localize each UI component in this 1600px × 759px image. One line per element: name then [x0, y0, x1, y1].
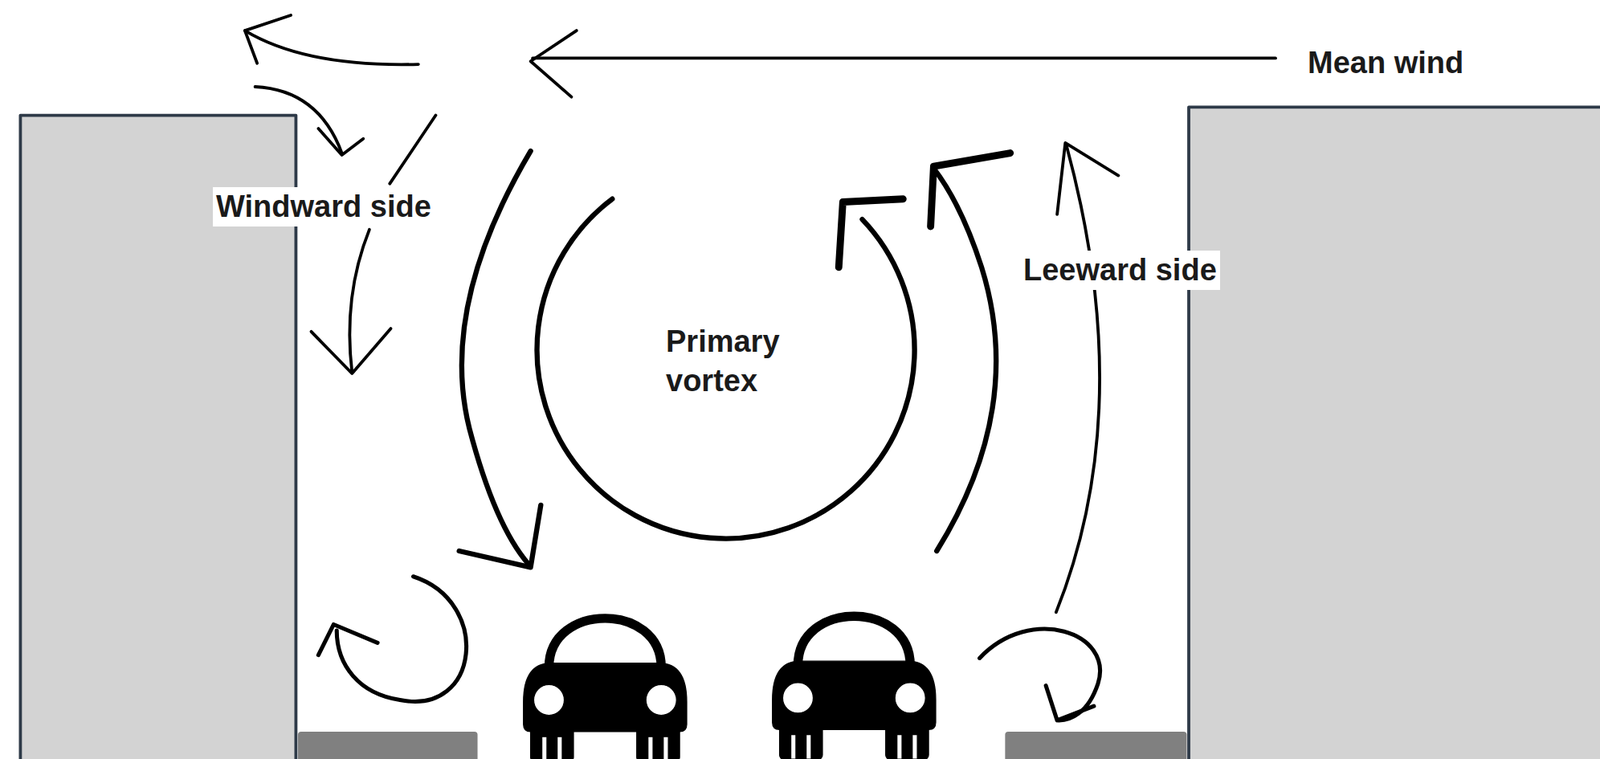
- mean-wind-arrow: [530, 30, 1276, 98]
- vortex-label: Primary vortex: [665, 322, 819, 402]
- primary-vortex-arrows: [459, 151, 1011, 568]
- side-label: Leeward side: [1020, 250, 1221, 290]
- wind-label: Mean wind: [1307, 43, 1464, 83]
- right-building: [1188, 106, 1600, 759]
- side-label: Windward side: [212, 187, 435, 227]
- vortex-outer-left: [461, 151, 531, 565]
- arrow-head: [318, 128, 364, 156]
- corner-eddies: [318, 576, 1100, 721]
- car: [772, 616, 936, 759]
- vortex-inner-circle: [537, 199, 915, 539]
- vortex-outer-right: [933, 168, 996, 552]
- right-corner-eddy: [979, 628, 1101, 721]
- leeward-flow-arrow: [1056, 144, 1100, 613]
- windward-flow-arrow: [349, 229, 370, 373]
- car: [523, 618, 687, 759]
- arrow-head: [459, 505, 542, 568]
- overflow-arrow: [244, 30, 419, 65]
- downflow-arrow: [255, 86, 343, 154]
- arrow-head: [318, 624, 378, 655]
- arrow-head: [244, 15, 291, 64]
- right-sidewalk: [1004, 731, 1187, 759]
- arrow-head: [310, 328, 391, 374]
- arrow-head: [1045, 685, 1094, 721]
- arrow-head: [838, 199, 903, 268]
- arrow-head: [930, 153, 1011, 227]
- flow-arrows: [244, 15, 1119, 613]
- windward-flow-line: [389, 115, 436, 184]
- left-corner-eddy: [336, 576, 466, 703]
- left-sidewalk: [297, 731, 478, 759]
- arrow-head: [1057, 142, 1119, 215]
